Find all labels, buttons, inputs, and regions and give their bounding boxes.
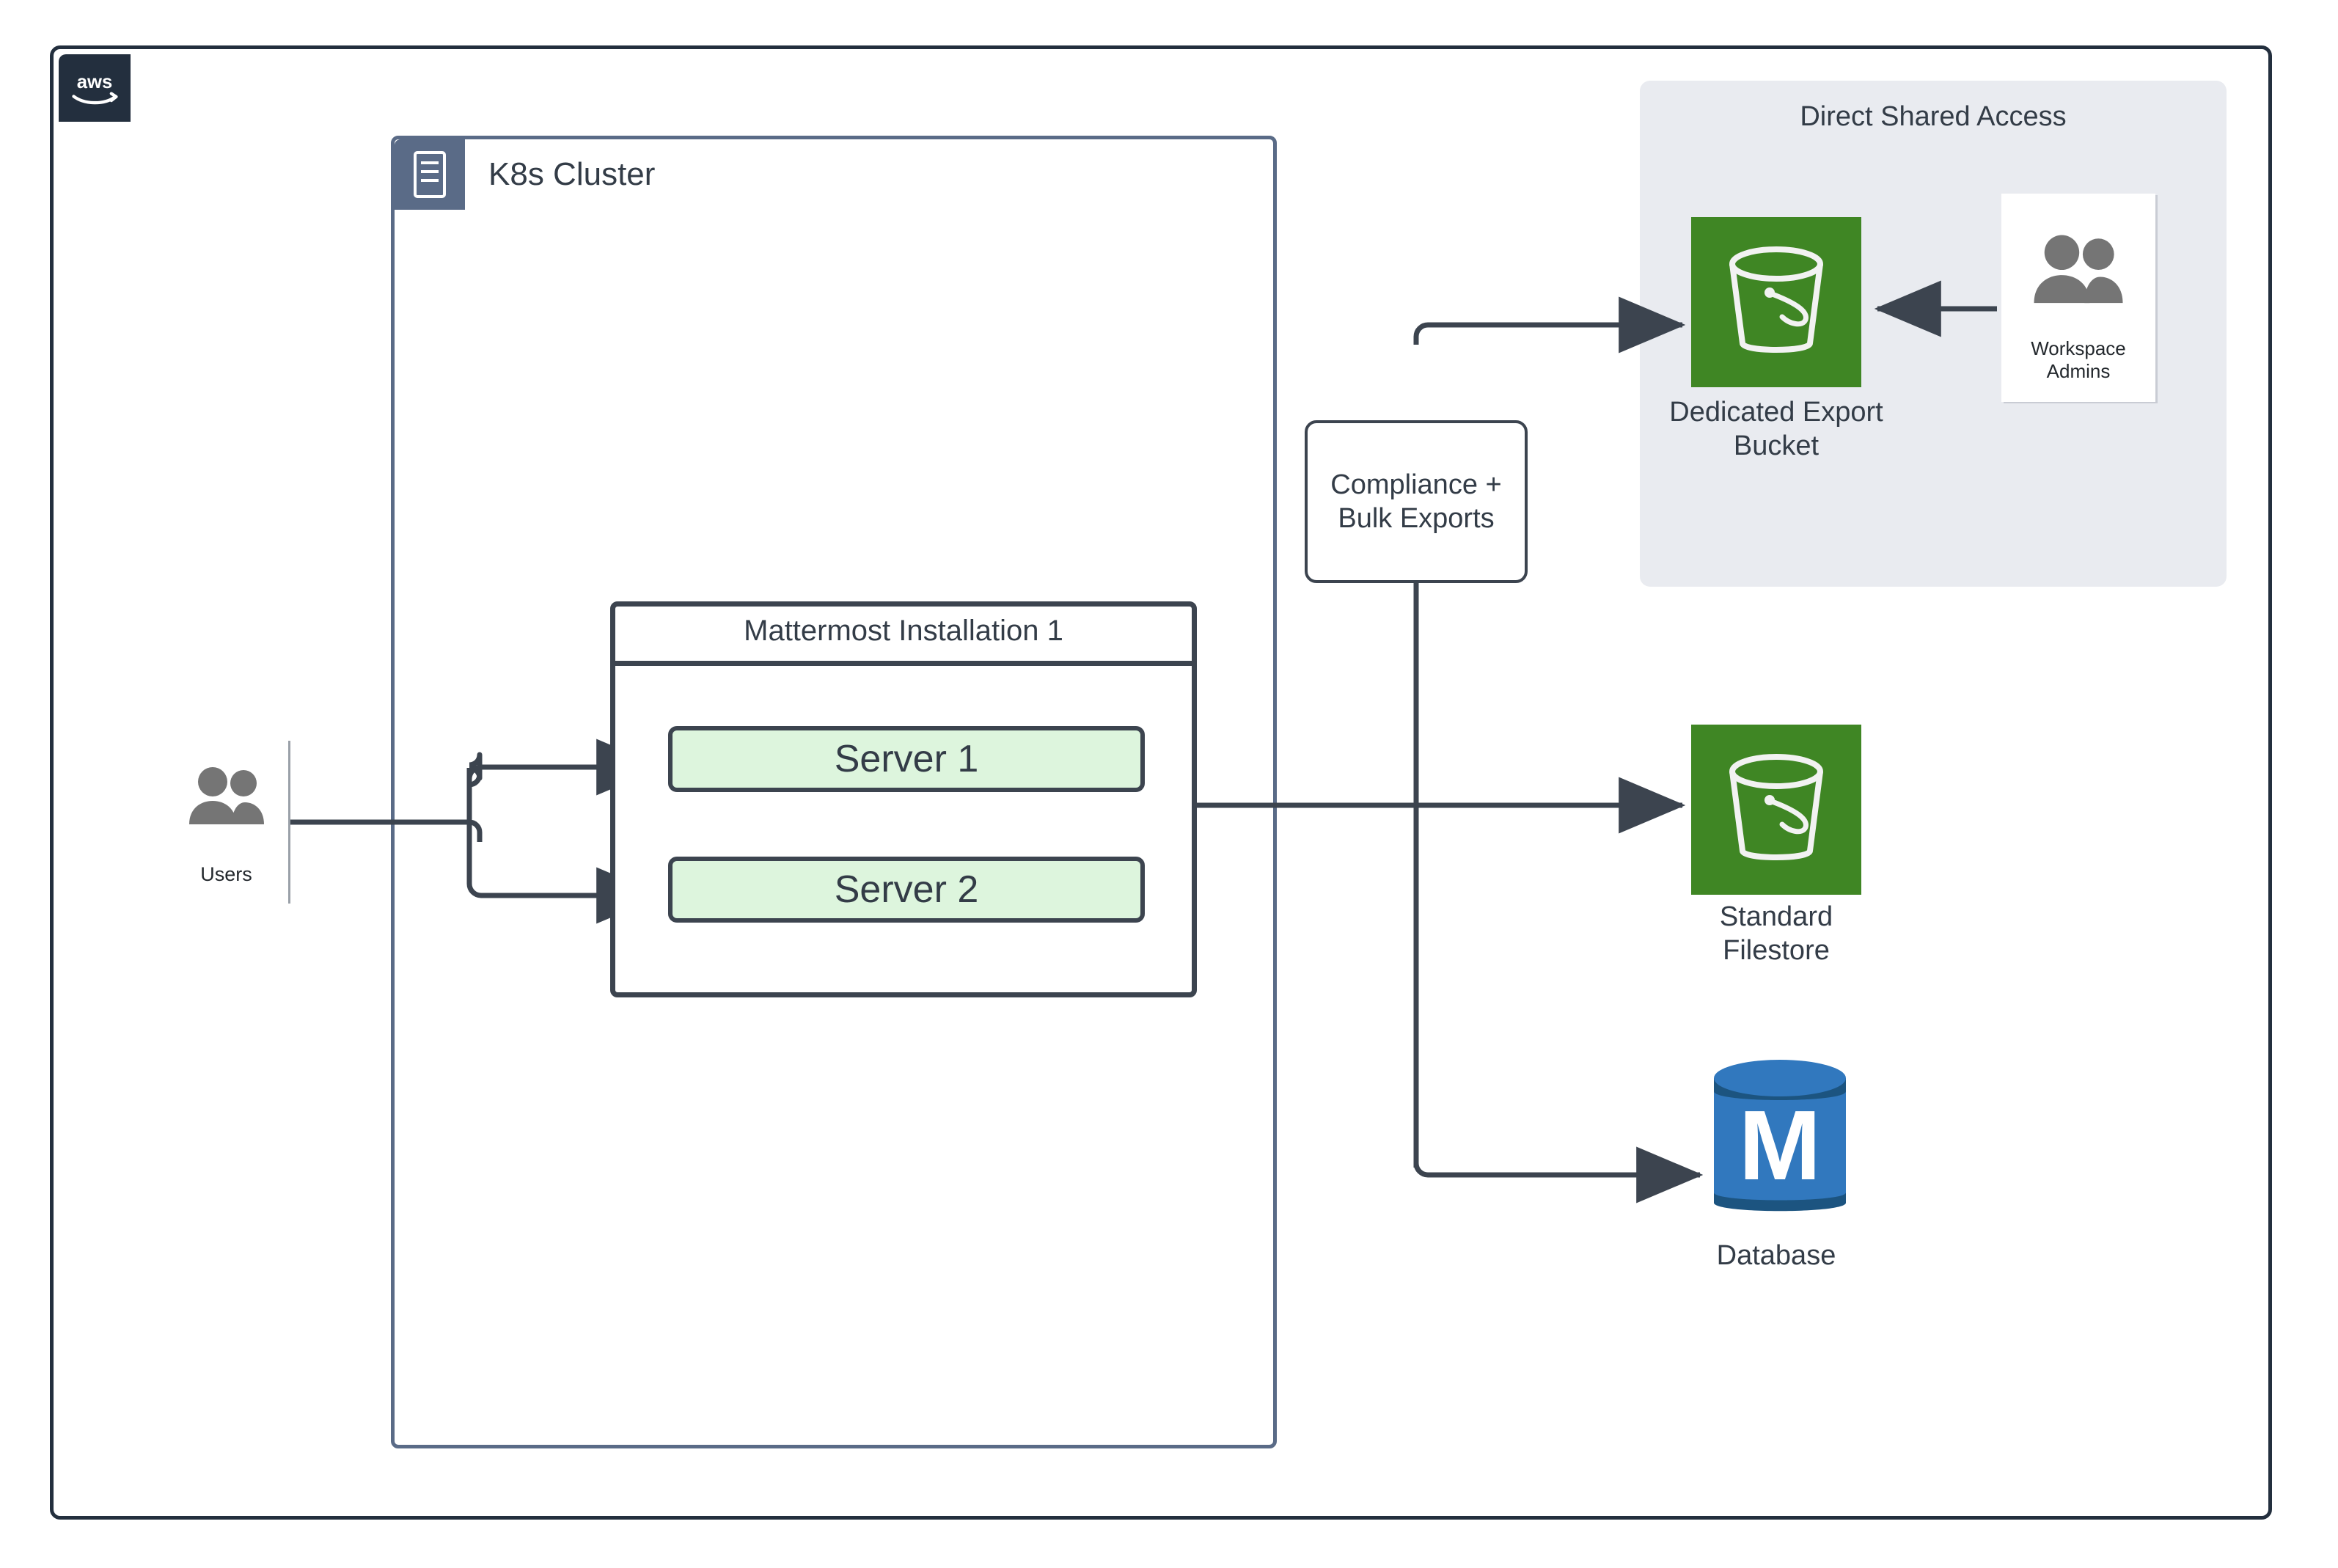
users-icon	[183, 766, 270, 831]
dedicated-export-bucket-label-line2: Bucket	[1733, 430, 1820, 461]
standard-filestore-node[interactable]	[1691, 725, 1861, 895]
users-label: Users	[200, 863, 252, 885]
direct-shared-access-title: Direct Shared Access	[1800, 101, 2067, 132]
mattermost-database-icon: M	[1714, 1060, 1846, 1212]
server-1-node[interactable]: Server 1	[668, 726, 1145, 792]
mattermost-installation-box	[610, 601, 1197, 997]
server-rack-icon	[395, 139, 465, 210]
server-2-label: Server 2	[834, 868, 979, 911]
compliance-bulk-exports-node[interactable]: Compliance + Bulk Exports	[1305, 420, 1528, 583]
workspace-admins-label: Workspace Admins	[2031, 337, 2126, 382]
dedicated-export-bucket-label-line1: Dedicated Export	[1669, 397, 1883, 428]
aws-logo-icon: aws	[59, 54, 131, 122]
compliance-label-line1: Compliance +	[1330, 469, 1502, 500]
svg-text:aws: aws	[77, 72, 112, 92]
users-icon	[2027, 233, 2130, 310]
standard-filestore-label: Standard Filestore	[1593, 901, 1960, 967]
s3-bucket-icon	[1729, 754, 1823, 860]
svg-text:M: M	[1739, 1090, 1821, 1201]
database-node[interactable]: M	[1710, 1056, 1850, 1223]
mattermost-installation-title: Mattermost Installation 1	[744, 615, 1063, 647]
mattermost-installation-header: Mattermost Installation 1	[610, 601, 1197, 666]
users-node[interactable]: Users	[164, 741, 290, 904]
workspace-admins-node[interactable]: Workspace Admins	[2001, 194, 2155, 402]
dedicated-export-bucket-node[interactable]	[1691, 217, 1861, 387]
k8s-cluster-boundary	[391, 136, 1277, 1448]
standard-filestore-label-line2: Filestore	[1723, 934, 1830, 966]
s3-bucket-icon	[1729, 246, 1823, 353]
k8s-cluster-label: K8s Cluster	[488, 156, 656, 192]
dedicated-export-bucket-label: Dedicated Export Bucket	[1593, 396, 1960, 463]
standard-filestore-label-line1: Standard	[1719, 901, 1833, 932]
server-1-label: Server 1	[834, 738, 979, 780]
server-2-node[interactable]: Server 2	[668, 857, 1145, 923]
database-label: Database	[1716, 1240, 1836, 1271]
compliance-label-line2: Bulk Exports	[1338, 503, 1495, 534]
